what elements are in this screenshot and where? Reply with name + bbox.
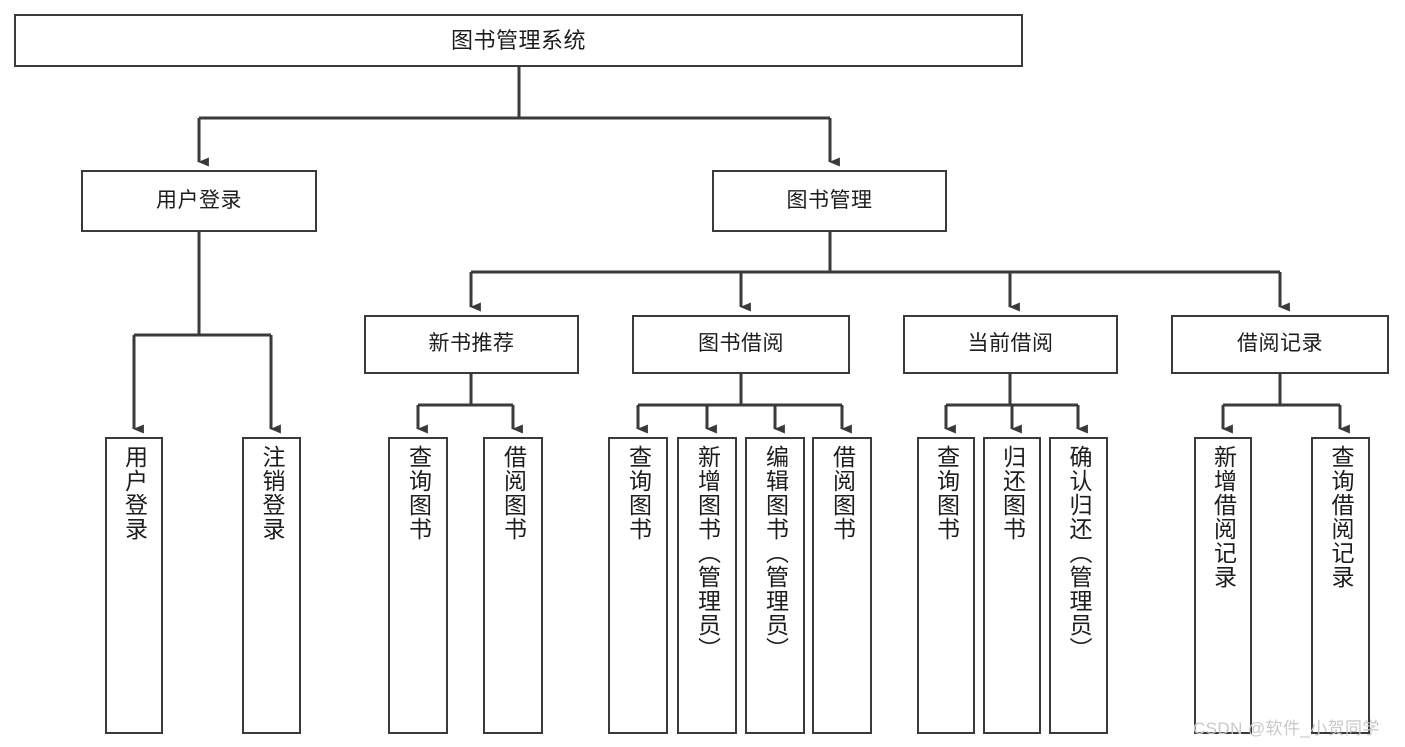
node-label: 查询图书 <box>625 445 652 541</box>
node-label: 图书管理 <box>786 188 873 212</box>
node-label: 查询借阅记录 <box>1328 445 1354 589</box>
node-label: 新增图书（管理员） <box>694 445 721 661</box>
node-leaf-query-book-current[interactable]: 查询图书 <box>917 437 975 734</box>
node-leaf-add-book-admin[interactable]: 新增图书（管理员） <box>677 437 737 734</box>
node-book-borrow[interactable]: 图书借阅 <box>632 315 850 374</box>
node-label: 确认归还（管理员） <box>1066 445 1092 661</box>
node-label: 借阅图书 <box>829 445 856 541</box>
node-label: 注销登录 <box>259 445 285 541</box>
node-label: 查询图书 <box>933 445 960 541</box>
node-label: 用户登录 <box>156 188 242 212</box>
node-leaf-borrow-book-rec[interactable]: 借阅图书 <box>483 437 543 734</box>
node-new-book-recommend[interactable]: 新书推荐 <box>364 315 579 374</box>
node-label: 借阅记录 <box>1237 332 1323 356</box>
node-label: 新增借阅记录 <box>1210 445 1237 589</box>
csdn-watermark: CSDN @软件_小贺同学 <box>1193 719 1380 738</box>
node-leaf-return-book[interactable]: 归还图书 <box>983 437 1041 734</box>
node-label: 用户登录 <box>121 445 148 541</box>
node-leaf-add-borrow-record[interactable]: 新增借阅记录 <box>1194 437 1252 734</box>
node-leaf-query-borrow-record[interactable]: 查询借阅记录 <box>1311 437 1370 734</box>
node-label: 当前借阅 <box>967 332 1054 356</box>
node-leaf-edit-book-admin[interactable]: 编辑图书（管理员） <box>745 437 805 734</box>
node-label: 图书管理系统 <box>450 27 586 53</box>
node-label: 归还图书 <box>999 445 1026 541</box>
node-leaf-user-logout[interactable]: 注销登录 <box>242 437 301 734</box>
node-leaf-query-book-rec[interactable]: 查询图书 <box>388 437 448 734</box>
node-borrow-record[interactable]: 借阅记录 <box>1171 315 1389 374</box>
node-book-manage[interactable]: 图书管理 <box>712 170 947 232</box>
node-label: 查询图书 <box>405 445 432 541</box>
node-user-login[interactable]: 用户登录 <box>81 170 317 232</box>
node-label: 编辑图书（管理员） <box>762 445 789 661</box>
node-label: 借阅图书 <box>500 445 527 541</box>
node-label: 图书借阅 <box>698 332 784 356</box>
node-current-borrow[interactable]: 当前借阅 <box>903 315 1118 374</box>
node-leaf-borrow-book[interactable]: 借阅图书 <box>812 437 872 734</box>
node-leaf-query-book-borrow[interactable]: 查询图书 <box>608 437 668 734</box>
node-leaf-confirm-return-admin[interactable]: 确认归还（管理员） <box>1049 437 1108 734</box>
node-leaf-user-login[interactable]: 用户登录 <box>105 437 163 734</box>
node-label: 新书推荐 <box>428 332 515 356</box>
node-root[interactable]: 图书管理系统 <box>14 14 1023 67</box>
